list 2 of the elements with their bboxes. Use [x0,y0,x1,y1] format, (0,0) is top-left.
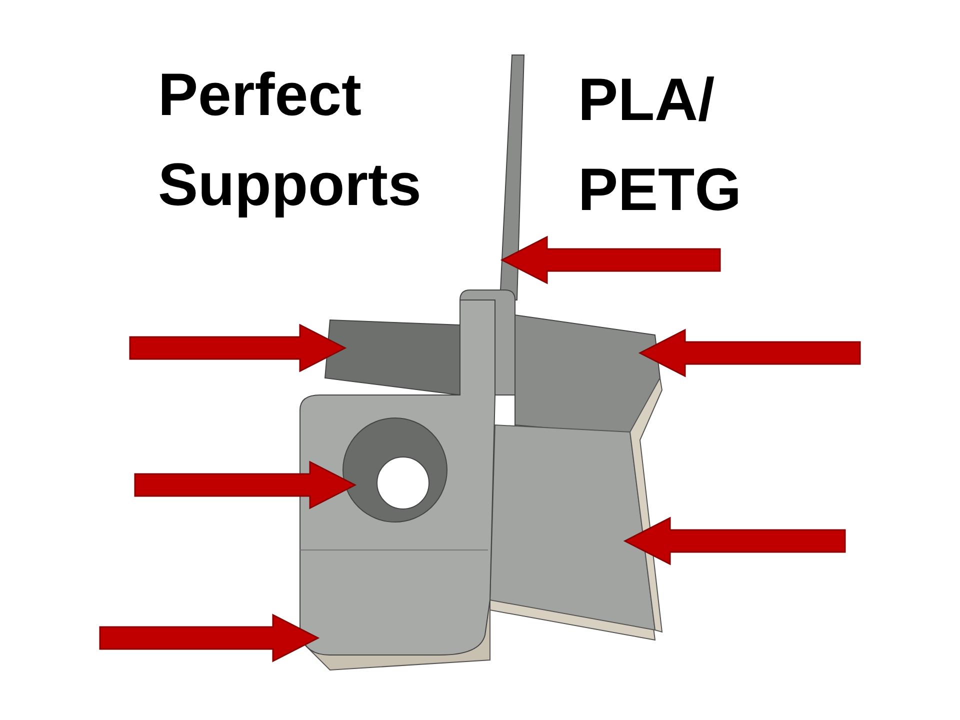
heading-text: Perfect Supports [158,60,422,220]
material-text: PLA/ PETG [578,65,742,225]
